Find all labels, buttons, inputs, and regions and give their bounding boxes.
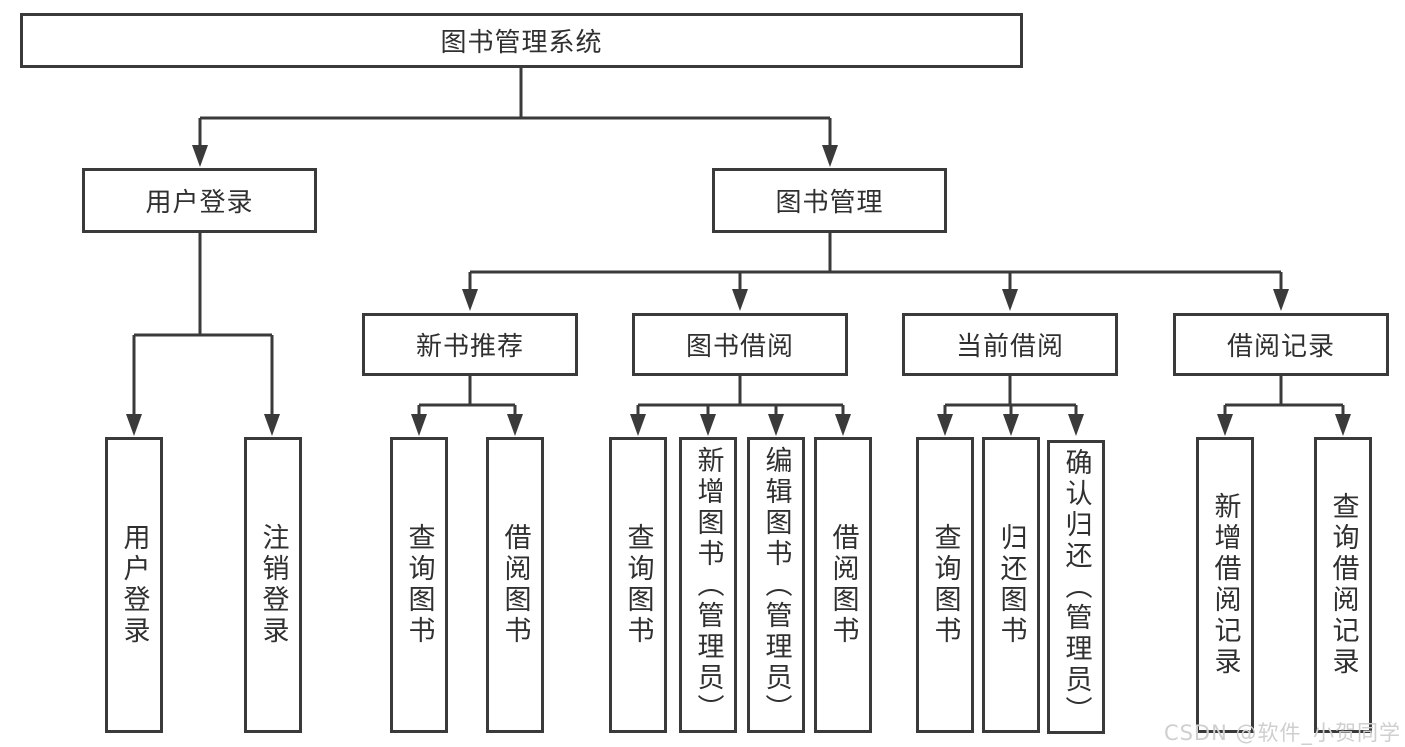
node-library-system: 图书管理系统 [20, 13, 1023, 68]
node-label: 图书管理 [775, 188, 884, 218]
node-user-login: 用户登录 [82, 168, 317, 233]
node-label: 编辑图书（管理员） [760, 445, 792, 725]
node-label: 用户登录 [118, 523, 150, 647]
node-label: 归还图书 [995, 523, 1027, 647]
node-label: 查询图书 [403, 523, 435, 647]
node-query-borrow-record: 查询借阅记录 [1314, 437, 1372, 733]
node-borrowing-records: 借阅记录 [1173, 313, 1389, 376]
node-confirm-return-admin: 确认归还（管理员） [1047, 440, 1105, 734]
node-label: 借阅图书 [827, 523, 859, 647]
node-label: 图书管理系统 [440, 28, 603, 58]
node-label: 用户登录 [145, 188, 254, 218]
watermark: CSDN @软件_小贺同学 [1163, 721, 1401, 745]
node-query-books-recommend: 查询图书 [390, 437, 448, 733]
node-query-books-current: 查询图书 [916, 437, 974, 733]
node-add-borrow-record: 新增借阅记录 [1196, 437, 1254, 733]
node-query-books: 查询图书 [609, 437, 667, 733]
node-book-management: 图书管理 [712, 168, 947, 233]
node-label: 查询借阅记录 [1327, 492, 1359, 678]
node-new-book-recommend: 新书推荐 [362, 313, 578, 376]
node-current-borrowing: 当前借阅 [902, 313, 1118, 376]
node-borrow-books-recommend: 借阅图书 [486, 437, 544, 733]
node-book-borrowing: 图书借阅 [632, 313, 848, 376]
node-return-books: 归还图书 [982, 437, 1040, 733]
node-user-login-leaf: 用户登录 [105, 437, 163, 733]
node-label: 查询图书 [929, 523, 961, 647]
connector-paths [132, 68, 1345, 418]
node-label: 当前借阅 [955, 332, 1064, 362]
node-edit-books-admin: 编辑图书（管理员） [747, 437, 805, 733]
node-label: 确认归还（管理员） [1060, 447, 1092, 727]
node-add-books-admin: 新增图书（管理员） [679, 437, 737, 733]
node-borrow-books: 借阅图书 [814, 437, 872, 733]
node-logout: 注销登录 [244, 437, 302, 733]
node-label: 借阅记录 [1226, 332, 1335, 362]
node-label: 新增图书（管理员） [692, 445, 724, 725]
node-label: 新增借阅记录 [1209, 492, 1241, 678]
node-label: 新书推荐 [415, 332, 524, 362]
node-label: 图书借阅 [685, 332, 794, 362]
node-label: 查询图书 [622, 523, 654, 647]
node-label: 注销登录 [257, 523, 289, 647]
node-label: 借阅图书 [499, 523, 531, 647]
arrowhead-icons [126, 145, 1351, 436]
